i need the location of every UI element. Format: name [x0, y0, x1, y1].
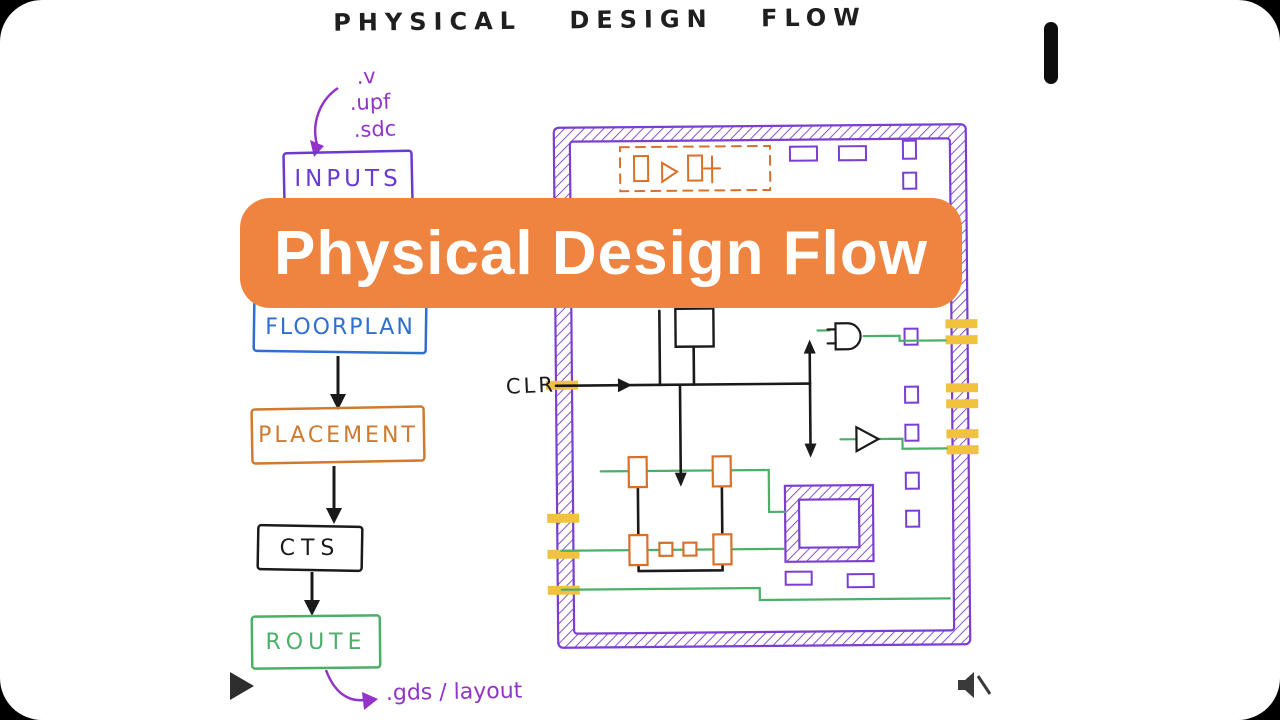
flowchart: .v .upf .sdc INPUTS FLOORPLAN PLACEMENT … — [250, 64, 523, 710]
title-banner: Physical Design Flow — [240, 198, 962, 308]
scrollbar-thumb[interactable] — [1044, 22, 1058, 84]
and-gate — [834, 322, 862, 351]
flow-arrowhead — [304, 600, 320, 616]
macro-block-hatch — [784, 485, 874, 562]
banner-label: Physical Design Flow — [274, 218, 928, 288]
play-button[interactable] — [226, 670, 256, 702]
output-arrow — [324, 669, 365, 702]
clock-tree-arrowheads — [617, 339, 817, 487]
std-cell-region — [618, 144, 772, 193]
flow-box-placement — [250, 405, 426, 465]
flow-label-cts: CTS — [280, 536, 341, 561]
flip-flop-cells — [627, 455, 733, 567]
io-pins — [545, 319, 979, 595]
flow-label-placement: PLACEMENT — [258, 423, 418, 448]
and-gate-pins — [826, 328, 837, 345]
placed-cells — [784, 139, 921, 589]
mute-button[interactable] — [956, 668, 992, 702]
output-label: .gds / layout — [386, 679, 523, 706]
flow-label-inputs: INPUTS — [294, 166, 401, 192]
input-file-label: .v — [356, 64, 376, 89]
std-cells — [632, 154, 722, 184]
macro-block-outer — [783, 483, 875, 563]
flow-label-floorplan: FLOORPLAN — [265, 315, 415, 340]
macro-block-inner — [797, 498, 861, 549]
input-files-arrow — [313, 86, 339, 149]
output-arrowhead — [362, 692, 378, 710]
input-file-label: .upf — [349, 90, 391, 115]
clock-gate-cell — [674, 307, 715, 348]
chip-layout: CLR — [505, 123, 979, 649]
routing-wires — [560, 329, 951, 602]
flow-arrowhead — [330, 394, 346, 410]
speaker-muted-icon — [958, 672, 992, 698]
input-file-label: .sdc — [353, 117, 396, 142]
clock-signal-label: CLR — [505, 373, 556, 399]
flow-label-route: ROUTE — [265, 630, 366, 655]
flow-box-route — [250, 614, 382, 670]
clock-tree — [554, 309, 812, 573]
input-files-annotation: .v .upf .sdc — [349, 64, 396, 142]
buffer-gate — [855, 425, 881, 454]
flow-box-cts — [256, 523, 364, 573]
play-icon — [230, 672, 254, 700]
flow-arrowhead — [326, 508, 342, 524]
